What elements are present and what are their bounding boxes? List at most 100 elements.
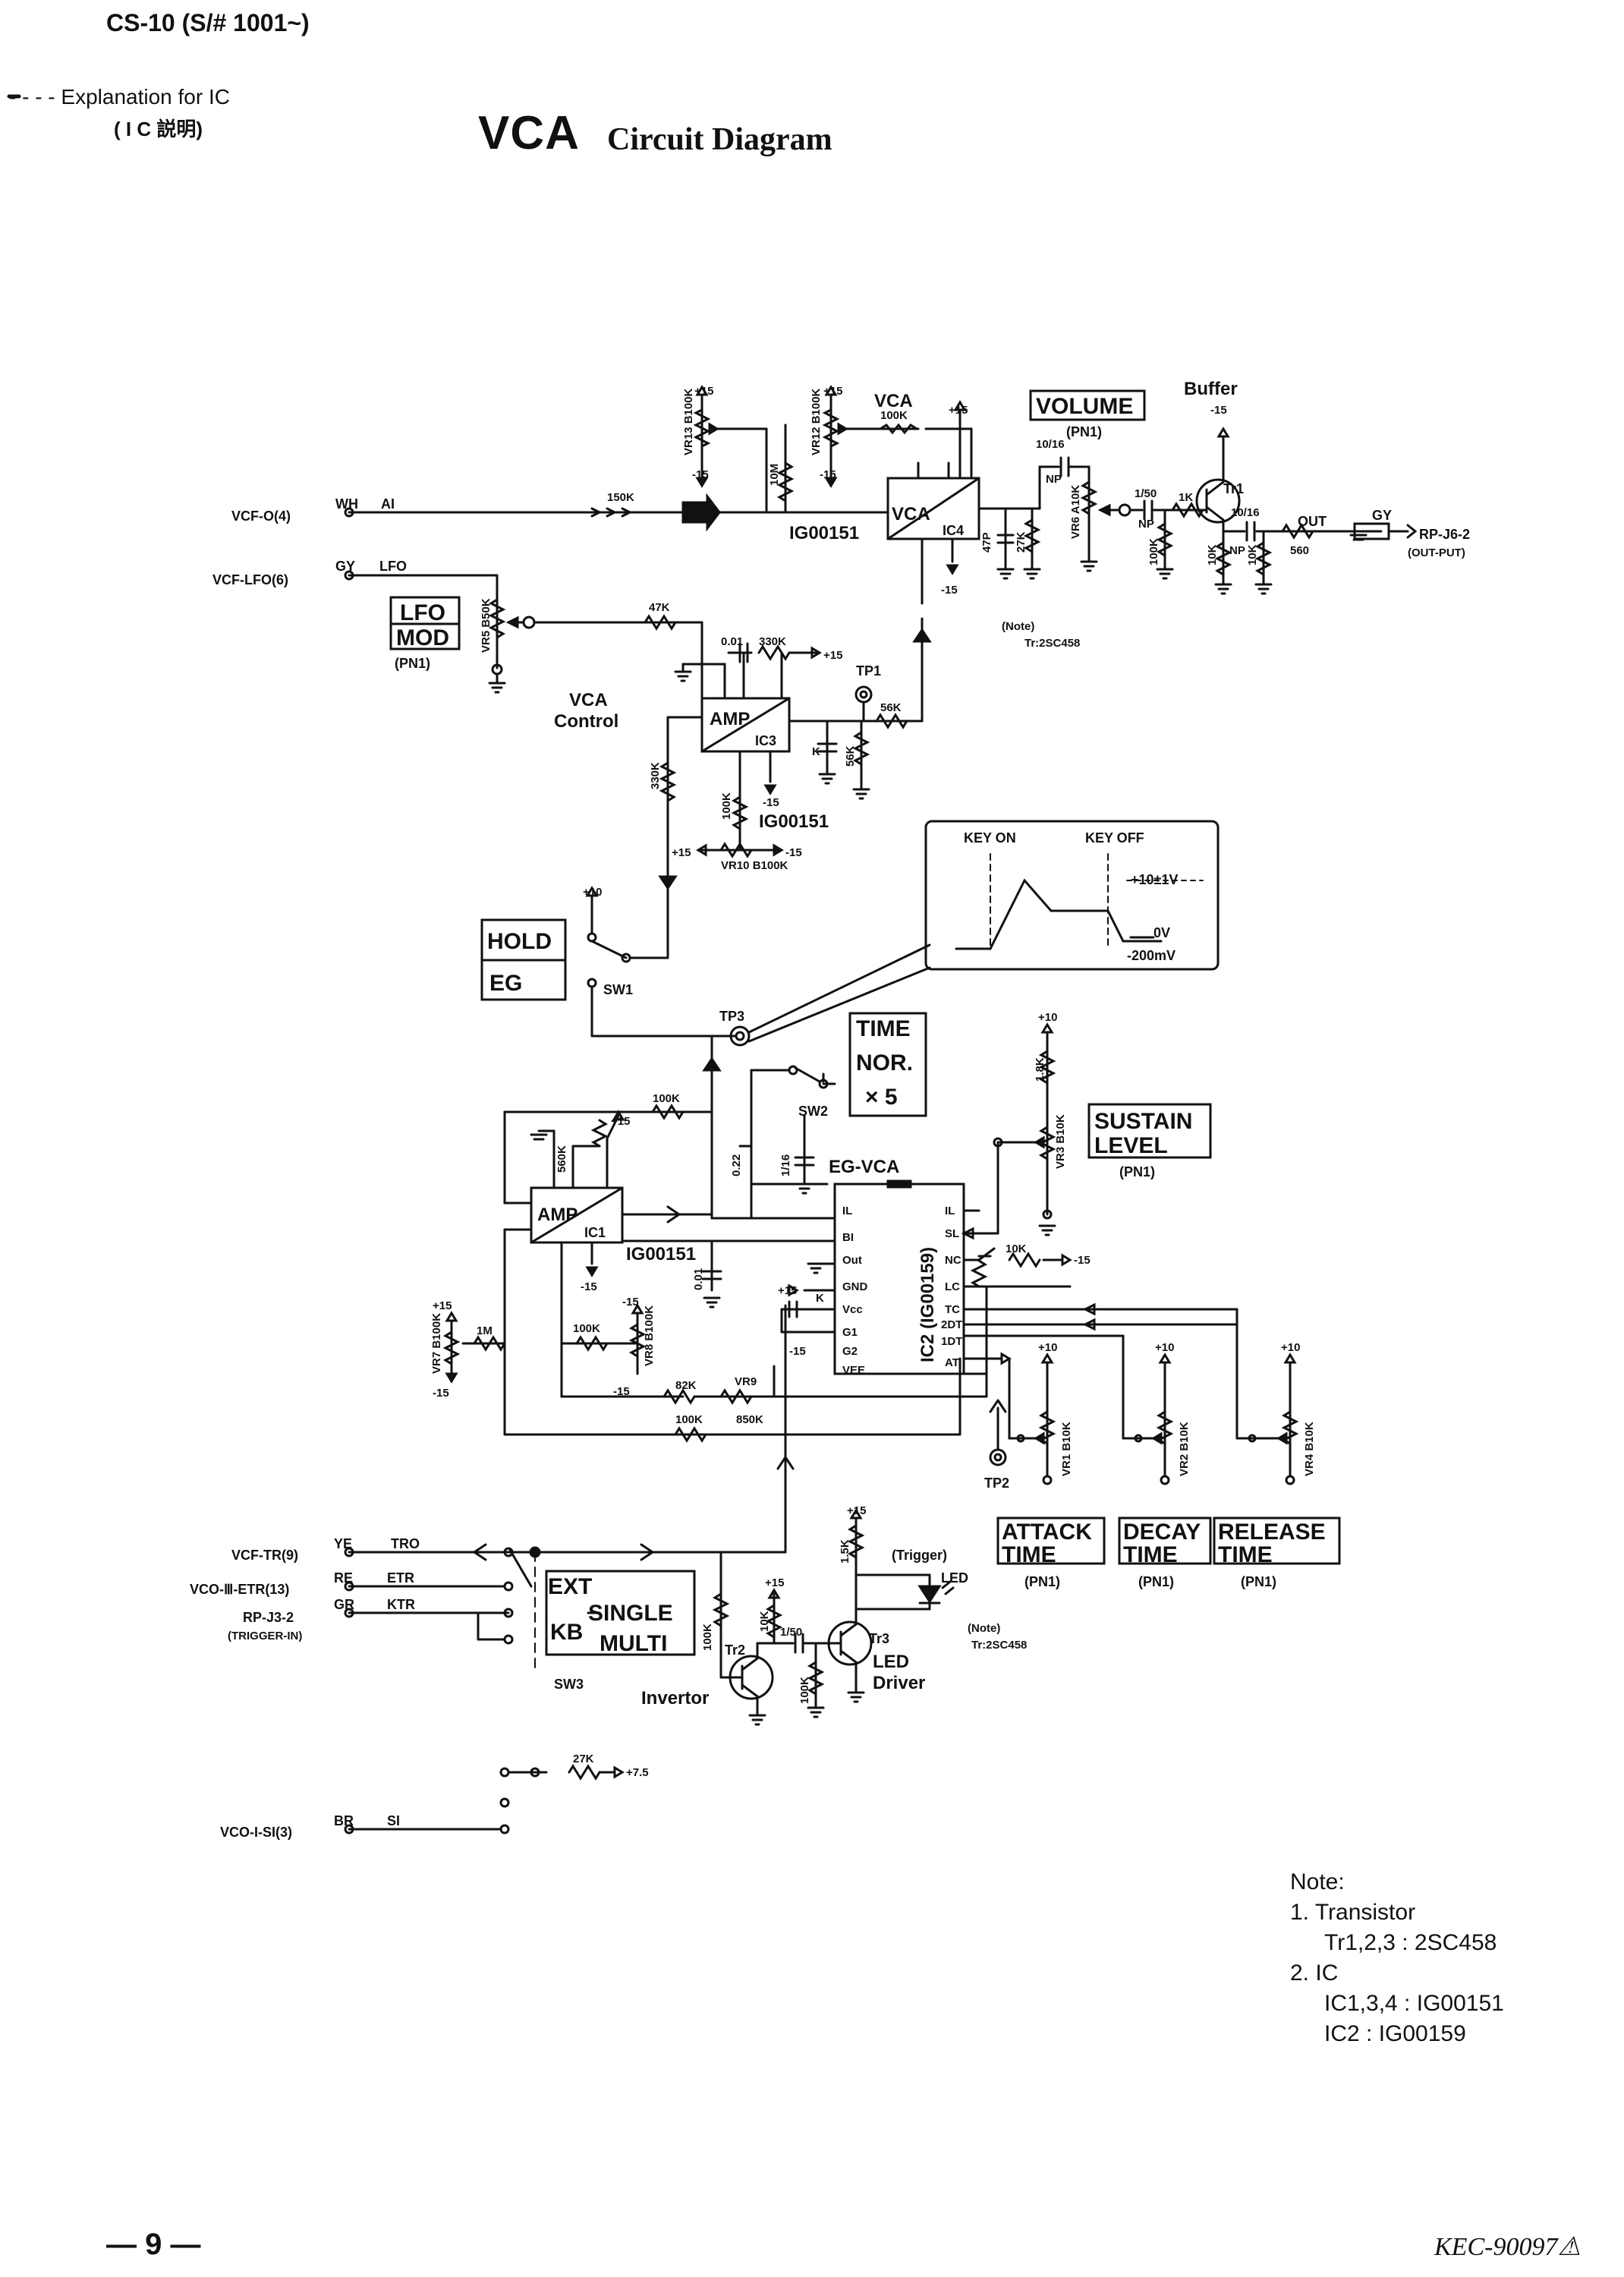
vr1-p10: +10: [1038, 1341, 1057, 1354]
vco-etr-wire: RE: [334, 1570, 353, 1586]
ic3-m15: -15: [763, 796, 779, 809]
ic2-pin-g1: G1: [842, 1326, 858, 1339]
ic2-pin-lc: LC: [945, 1280, 960, 1293]
release-pn1: (PN1): [1241, 1574, 1276, 1589]
page-title: VCA: [478, 107, 580, 159]
ic2-pin-g2: G2: [842, 1345, 858, 1358]
multi-label: MULTI: [600, 1631, 667, 1656]
vr10-p15: +15: [672, 846, 691, 859]
attack-label-2: TIME: [1002, 1542, 1056, 1567]
ic2-pin-sl: SL: [945, 1227, 959, 1240]
vco-si-label: VCO-I-SI(3): [220, 1825, 292, 1840]
r27k: 27K: [1015, 531, 1028, 553]
rp-j3-label: RP-J3-2: [243, 1610, 294, 1625]
vr4: VR4 B10K: [1303, 1422, 1316, 1476]
kb-label: KB: [550, 1620, 583, 1645]
tr-note: (Note): [1002, 620, 1034, 633]
ic2-pin-il-left: IL: [842, 1205, 852, 1217]
ic4-part: IG00151: [789, 523, 859, 543]
rp-j6-label: RP-J6-2: [1419, 527, 1470, 542]
notes-line-3: 2. IC: [1290, 1960, 1339, 1986]
ic1-m15: -15: [581, 1280, 597, 1293]
vco-etr-label: VCO-Ⅲ-ETR(13): [190, 1582, 289, 1597]
rp-j3-wire: GR: [334, 1597, 354, 1612]
sustain-label-1: SUSTAIN: [1094, 1109, 1192, 1134]
vr8-m15: -15: [622, 1296, 639, 1309]
np-c: NP: [1229, 544, 1245, 557]
r56k-a: 56K: [880, 701, 902, 714]
notes-line-2: Tr1,2,3 : 2SC458: [1324, 1930, 1497, 1955]
lfo-mod-pn1: (PN1): [395, 656, 430, 671]
vr3: VR3 B10K: [1054, 1114, 1067, 1169]
r100k-b: 100K: [1147, 538, 1160, 565]
vcf-tr-label: VCF-TR(9): [231, 1548, 298, 1563]
vca-label: VCA: [874, 391, 913, 411]
rp-j3-note: (TRIGGER-IN): [228, 1630, 302, 1642]
volume-panel: VOLUME: [1036, 394, 1133, 419]
v-low-label: -200mV: [1127, 948, 1176, 963]
sw3-label: SW3: [554, 1677, 584, 1692]
tr1-label: Tr1: [1223, 481, 1244, 496]
ic1-part: IG00151: [626, 1244, 696, 1264]
tr3-p15: +15: [847, 1504, 866, 1517]
ic2-pin-2dt: 2DT: [941, 1318, 962, 1331]
ic4-m15: -15: [941, 584, 958, 597]
c001: 0.01: [721, 635, 743, 648]
r10k-b: 10K: [1246, 544, 1259, 565]
single-label: SINGLE: [588, 1601, 673, 1626]
vcf-o-sig: AI: [381, 496, 395, 512]
led-label: LED: [941, 1570, 968, 1586]
r56k-b: 56K: [844, 745, 857, 767]
notes-block: Note: 1. Transistor Tr1,2,3 : 2SC458 2. …: [1290, 1867, 1504, 2049]
r15k: 1.5K: [839, 1539, 851, 1564]
rp-j6-note: (OUT-PUT): [1408, 546, 1465, 559]
buffer-label: Buffer: [1184, 379, 1238, 399]
c022: 0.22: [730, 1154, 743, 1176]
r10k-c: 10K: [1006, 1242, 1027, 1255]
vco-si-sig: SI: [387, 1813, 400, 1828]
tp1-label: TP1: [856, 663, 881, 679]
r100k-c: 100K: [720, 792, 733, 820]
ic2-pin-at: AT: [945, 1356, 959, 1369]
led-driver-2: Driver: [873, 1673, 925, 1693]
ck-b: K: [816, 1292, 824, 1305]
vr10-m15: -15: [785, 846, 802, 859]
tp2-label: TP2: [984, 1475, 1009, 1491]
notes-line-1: 1. Transistor: [1290, 1900, 1416, 1925]
sw2-label: SW2: [798, 1104, 828, 1119]
ic3-part: IG00151: [759, 811, 829, 832]
ic2-pin-nc: NC: [945, 1254, 961, 1267]
r100k-vca: 100K: [880, 409, 908, 422]
ck-a: K: [812, 745, 820, 758]
sustain-pn1: (PN1): [1119, 1164, 1155, 1179]
notes-line-5: IC2 : IG00159: [1324, 2021, 1466, 2046]
eg-vca-label: EG-VCA: [829, 1157, 899, 1177]
vr10: VR10 B100K: [721, 859, 788, 872]
r100k-e: 100K: [573, 1322, 600, 1335]
out-wire: GY: [1372, 508, 1392, 523]
vr5: VR5 B50K: [480, 598, 493, 653]
ic2-m15: -15: [789, 1345, 806, 1358]
invertor-label: Invertor: [641, 1688, 709, 1709]
ic-explanation: - - - - Explanation for IC: [9, 85, 230, 109]
r10m: 10M: [768, 464, 781, 486]
nor-label: NOR.: [856, 1050, 913, 1076]
c1-50-b: 1/50: [780, 1626, 802, 1639]
vcf-o-wire: WH: [335, 496, 358, 512]
tr3-label: Tr3: [869, 1631, 889, 1646]
tp3-label: TP3: [719, 1009, 744, 1024]
vr6: VR6 A10K: [1069, 485, 1082, 539]
ic1-p15: +15: [611, 1115, 630, 1128]
vr13-m15: -15: [692, 468, 709, 481]
decay-label-1: DECAY: [1123, 1520, 1201, 1545]
c10-16-a: 10/16: [1036, 438, 1065, 451]
ic3-label: IC3: [755, 733, 776, 748]
decay-pn1: (PN1): [1138, 1574, 1174, 1589]
ic2-pin-gnd: GND: [842, 1280, 868, 1293]
rp-j3-sig: KTR: [387, 1597, 415, 1612]
ext-label: EXT: [548, 1574, 592, 1599]
ic3-p15: +15: [823, 649, 842, 662]
r150k: 150K: [607, 491, 634, 504]
vca-p15: +15: [949, 404, 968, 417]
vcf-lfo-wire: GY: [335, 559, 355, 574]
